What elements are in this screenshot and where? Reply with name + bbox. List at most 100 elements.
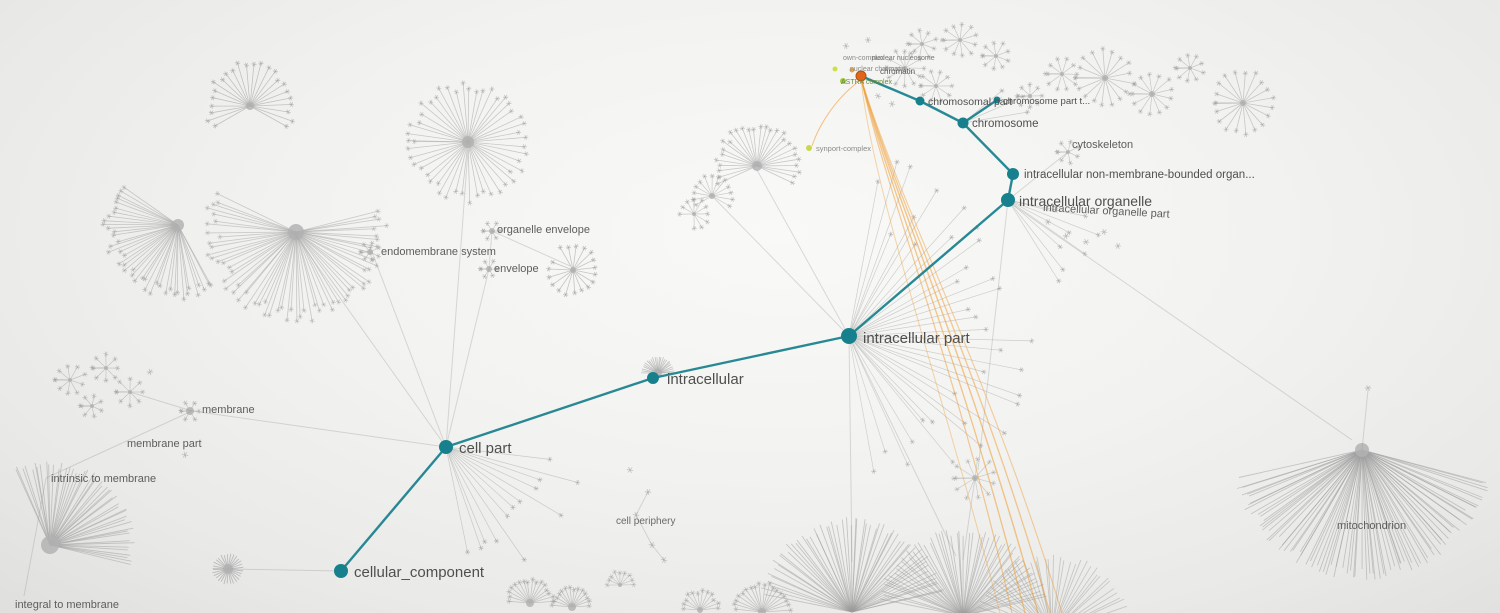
term-label[interactable]: nuclear nucleosome bbox=[872, 55, 935, 62]
cluster-hub-node[interactable] bbox=[68, 378, 72, 382]
node-label-intracellular-part[interactable]: intracellular part bbox=[863, 330, 971, 347]
cluster-hub-node[interactable] bbox=[172, 219, 184, 231]
node-chromosome-part[interactable] bbox=[993, 96, 1001, 104]
node-intracellular[interactable] bbox=[647, 372, 659, 384]
cluster-hub-node[interactable] bbox=[758, 608, 766, 613]
node-intracellular-non-membrane-bounded-organelle[interactable] bbox=[1007, 168, 1019, 180]
term-label[interactable]: own-complex bbox=[843, 55, 885, 62]
cluster-hub-node[interactable] bbox=[1355, 443, 1369, 457]
nucleosome-highlight-node[interactable] bbox=[855, 70, 867, 82]
term-label[interactable]: endomembrane system bbox=[381, 246, 496, 258]
term-label[interactable]: chromatin bbox=[880, 67, 915, 76]
asterisk-node-icon bbox=[210, 95, 215, 101]
cluster-hub-node[interactable] bbox=[104, 366, 108, 370]
term-label[interactable]: intrinsic to membrane bbox=[51, 473, 156, 485]
asterisk-node-icon bbox=[298, 314, 302, 320]
orange-small-node[interactable] bbox=[849, 67, 855, 73]
node-label-intracellular[interactable]: intracellular bbox=[667, 371, 744, 388]
cluster-hub-node[interactable] bbox=[1240, 100, 1246, 106]
asterisk-node-icon bbox=[267, 65, 271, 70]
node-label-chromosome[interactable]: chromosome bbox=[972, 118, 1038, 130]
cluster-hub-node[interactable] bbox=[223, 564, 233, 574]
node-label-cell-part[interactable]: cell part bbox=[459, 440, 512, 457]
cluster-hub-node[interactable] bbox=[697, 607, 703, 613]
cluster-hub-node[interactable] bbox=[1149, 91, 1155, 97]
cluster-hub-node[interactable] bbox=[526, 599, 534, 607]
asterisk-node-icon bbox=[752, 584, 757, 590]
term-label[interactable]: synport-complex bbox=[816, 144, 871, 153]
cluster-hub-node[interactable] bbox=[1102, 75, 1108, 81]
cluster-hub-node[interactable] bbox=[90, 404, 94, 408]
cluster-hub-node[interactable] bbox=[618, 583, 622, 587]
cluster-hub-node[interactable] bbox=[128, 390, 132, 394]
astra-complex-node[interactable] bbox=[840, 78, 846, 84]
asterisk-node-icon bbox=[118, 398, 123, 404]
term-label[interactable]: nuclear chromatin bbox=[850, 66, 906, 73]
asterisk-node-icon bbox=[618, 570, 622, 576]
fan-ray bbox=[851, 525, 871, 613]
asterisk-node-icon bbox=[218, 234, 222, 240]
cluster-hub-node[interactable] bbox=[570, 267, 576, 273]
term-label[interactable]: membrane bbox=[202, 404, 255, 416]
cluster-hub-node[interactable] bbox=[934, 84, 938, 88]
cluster-hub-node[interactable] bbox=[1066, 150, 1070, 154]
term-label[interactable]: membrane part bbox=[127, 438, 202, 450]
node-intracellular-organelle[interactable] bbox=[1001, 193, 1015, 207]
cluster-hub-node[interactable] bbox=[41, 536, 59, 554]
node-label-chromosome-part[interactable]: chromosome part t... bbox=[1003, 96, 1090, 107]
cluster-hub-node[interactable] bbox=[462, 136, 474, 148]
spray-ray bbox=[1007, 199, 1061, 248]
cluster-hub-node[interactable] bbox=[489, 228, 495, 234]
asterisk-node-icon bbox=[965, 495, 968, 501]
term-label[interactable]: cell periphery bbox=[616, 516, 675, 527]
node-label-intracellular-organelle[interactable]: intracellular organelle bbox=[1019, 193, 1152, 209]
spray-ray bbox=[1007, 199, 1086, 255]
term-label[interactable]: organelle envelope bbox=[497, 224, 590, 236]
fan-ray bbox=[756, 126, 762, 167]
fan-ray bbox=[232, 70, 251, 107]
asterisk-node-icon bbox=[788, 607, 793, 613]
node-cellular-component[interactable] bbox=[334, 564, 348, 578]
cluster-hub-node[interactable] bbox=[1028, 94, 1032, 98]
asterisk-node-icon bbox=[605, 582, 609, 588]
asterisk-node-icon bbox=[751, 127, 756, 132]
cluster-hub-node[interactable] bbox=[568, 603, 576, 611]
term-label[interactable]: integral to membrane bbox=[15, 599, 119, 611]
term-label[interactable]: ASTRA complex bbox=[841, 79, 892, 86]
cluster-hub-node[interactable] bbox=[920, 42, 924, 46]
fan-ray bbox=[211, 231, 297, 248]
node-intracellular-part[interactable] bbox=[841, 328, 857, 344]
yellow-green-node[interactable] bbox=[832, 66, 838, 72]
cluster-hub-node[interactable] bbox=[186, 407, 194, 415]
synport-complex-node[interactable] bbox=[806, 145, 812, 151]
cluster-hub-node[interactable] bbox=[692, 212, 696, 216]
cluster-hub-node[interactable] bbox=[972, 475, 978, 481]
term-label[interactable]: mitochondrion bbox=[1337, 520, 1406, 532]
cluster-hub-node[interactable] bbox=[1188, 66, 1192, 70]
cluster-hub-node[interactable] bbox=[246, 102, 254, 110]
cluster-hub-node[interactable] bbox=[486, 266, 492, 272]
node-chromosome[interactable] bbox=[957, 117, 969, 129]
cluster-hub-node[interactable] bbox=[288, 224, 304, 240]
node-label-chromosomal-part[interactable]: chromosomal part bbox=[928, 96, 1012, 108]
cluster-hub-node[interactable] bbox=[752, 161, 762, 171]
asterisk-node-icon bbox=[548, 456, 552, 462]
asterisk-node-icon bbox=[376, 208, 380, 214]
term-label[interactable]: envelope bbox=[494, 263, 539, 275]
fan-ray bbox=[113, 224, 179, 236]
spray-ray bbox=[848, 335, 965, 424]
node-label-cellular-component[interactable]: cellular_component bbox=[354, 564, 485, 581]
asterisk-node-icon bbox=[366, 280, 372, 283]
node-label-intracellular-non-membrane-bounded-organelle[interactable]: intracellular non-membrane-bounded organ… bbox=[1024, 169, 1255, 181]
cluster-hub-node[interactable] bbox=[958, 38, 962, 42]
cluster-hub-node[interactable] bbox=[367, 249, 373, 255]
node-cell-part[interactable] bbox=[439, 440, 453, 454]
cluster-hub-node[interactable] bbox=[994, 54, 998, 58]
cluster-hub-node[interactable] bbox=[709, 193, 715, 199]
cluster-hub-node[interactable] bbox=[1060, 72, 1064, 76]
cluster-hub-node[interactable] bbox=[903, 66, 907, 70]
term-label[interactable]: cytoskeleton bbox=[1072, 139, 1133, 151]
node-chromosomal-part[interactable] bbox=[915, 96, 925, 106]
